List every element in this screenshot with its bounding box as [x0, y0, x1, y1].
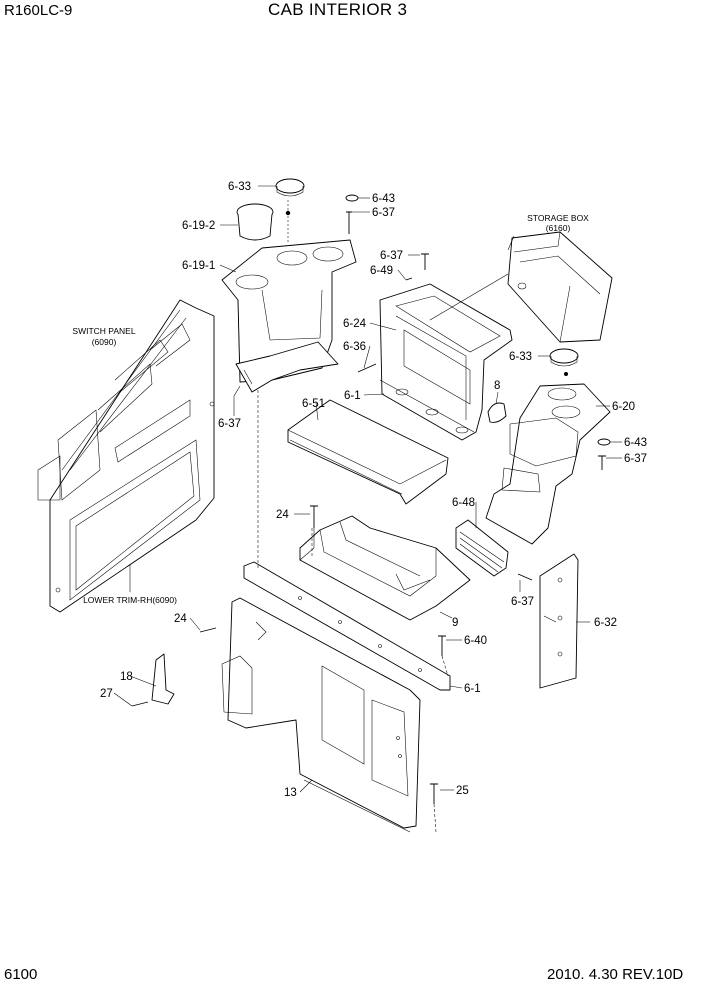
storage-box-part — [429, 231, 613, 343]
callout-6-37-left: 6-37 — [218, 418, 241, 430]
switch-panel-label: SWITCH PANEL — [72, 326, 135, 336]
side-panel-part — [517, 553, 579, 689]
callout-18: 18 — [120, 671, 133, 683]
callout-6-24: 6-24 — [343, 318, 367, 330]
leader-lines — [113, 185, 622, 833]
bracket-part — [299, 505, 471, 621]
console-frame-part — [357, 253, 513, 441]
storage-box-ref: (6160) — [546, 223, 571, 233]
callout-13: 13 — [284, 787, 297, 799]
right-cup-holder-part — [485, 348, 611, 545]
callout-6-51: 6-51 — [302, 398, 325, 410]
page-title: CAB INTERIOR 3 — [268, 0, 408, 19]
cover-part — [287, 399, 449, 505]
callout-6-40: 6-40 — [464, 635, 487, 647]
callout-6-37-top: 6-37 — [372, 207, 395, 219]
lower-trim-label: LOWER TRIM-RH(6090) — [83, 595, 177, 605]
callout-6-43-top: 6-43 — [372, 193, 395, 205]
mounting-strip-part — [243, 561, 451, 691]
switch-panel-ref: (6090) — [92, 337, 117, 347]
callout-6-19-2: 6-19-2 — [182, 220, 215, 232]
grille-part — [455, 519, 509, 577]
callout-25: 25 — [456, 785, 469, 797]
callout-6-49: 6-49 — [370, 265, 393, 277]
callout-24-top: 24 — [276, 509, 289, 521]
callout-6-33-top: 6-33 — [228, 181, 251, 193]
cup-holder-part — [221, 178, 359, 393]
callout-6-37-mid: 6-37 — [380, 250, 403, 262]
storage-box-label: STORAGE BOX — [527, 213, 589, 223]
callout-6-1-mid: 6-1 — [344, 390, 361, 402]
callout-6-37-low: 6-37 — [511, 596, 534, 608]
callout-6-43-right: 6-43 — [624, 437, 647, 449]
callout-6-37-right: 6-37 — [624, 453, 647, 465]
callout-6-1-low: 6-1 — [464, 683, 481, 695]
callout-9: 9 — [452, 617, 458, 629]
callout-6-33-right: 6-33 — [509, 351, 532, 363]
callout-8: 8 — [494, 380, 500, 392]
page-number: 6100 — [4, 966, 38, 983]
callout-6-32: 6-32 — [594, 617, 617, 629]
callout-6-20: 6-20 — [612, 401, 635, 413]
switch-panel-part — [37, 299, 215, 613]
callout-27: 27 — [100, 688, 113, 700]
model-number: R160LC-9 — [4, 2, 73, 19]
revision-date: 2010. 4.30 REV.10D — [547, 966, 684, 983]
callout-24-left: 24 — [174, 613, 187, 625]
callout-6-36: 6-36 — [343, 341, 366, 353]
callout-6-19-1: 6-19-1 — [182, 260, 215, 272]
floor-panel-part — [131, 597, 446, 833]
callout-6-48: 6-48 — [452, 497, 475, 509]
